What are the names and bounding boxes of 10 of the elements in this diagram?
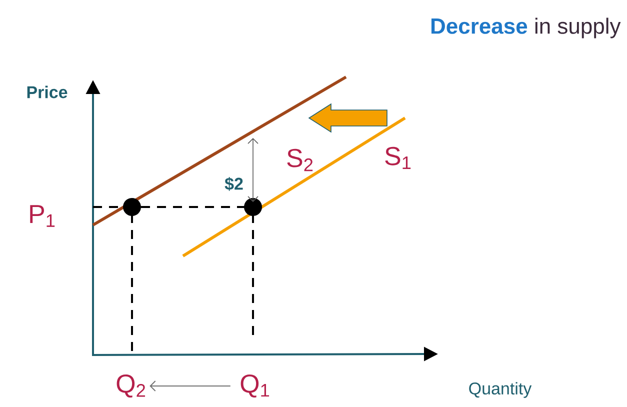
- axis-label: Price: [27, 86, 68, 98]
- axis-label: Q$_{2}$: [116, 374, 146, 398]
- curve-label: S$_{2}$: [287, 148, 313, 172]
- axis-label: Q$_{1}$: [240, 374, 270, 398]
- title: Decrease in supply: [431, 18, 621, 38]
- axis-label: P$_{1}$: [30, 205, 55, 227]
- arrow: [150, 380, 231, 392]
- axis-label: Quantity: [469, 382, 532, 398]
- dimension-label: $2: [224, 177, 243, 191]
- curve-label: S$_{1}$: [385, 146, 411, 170]
